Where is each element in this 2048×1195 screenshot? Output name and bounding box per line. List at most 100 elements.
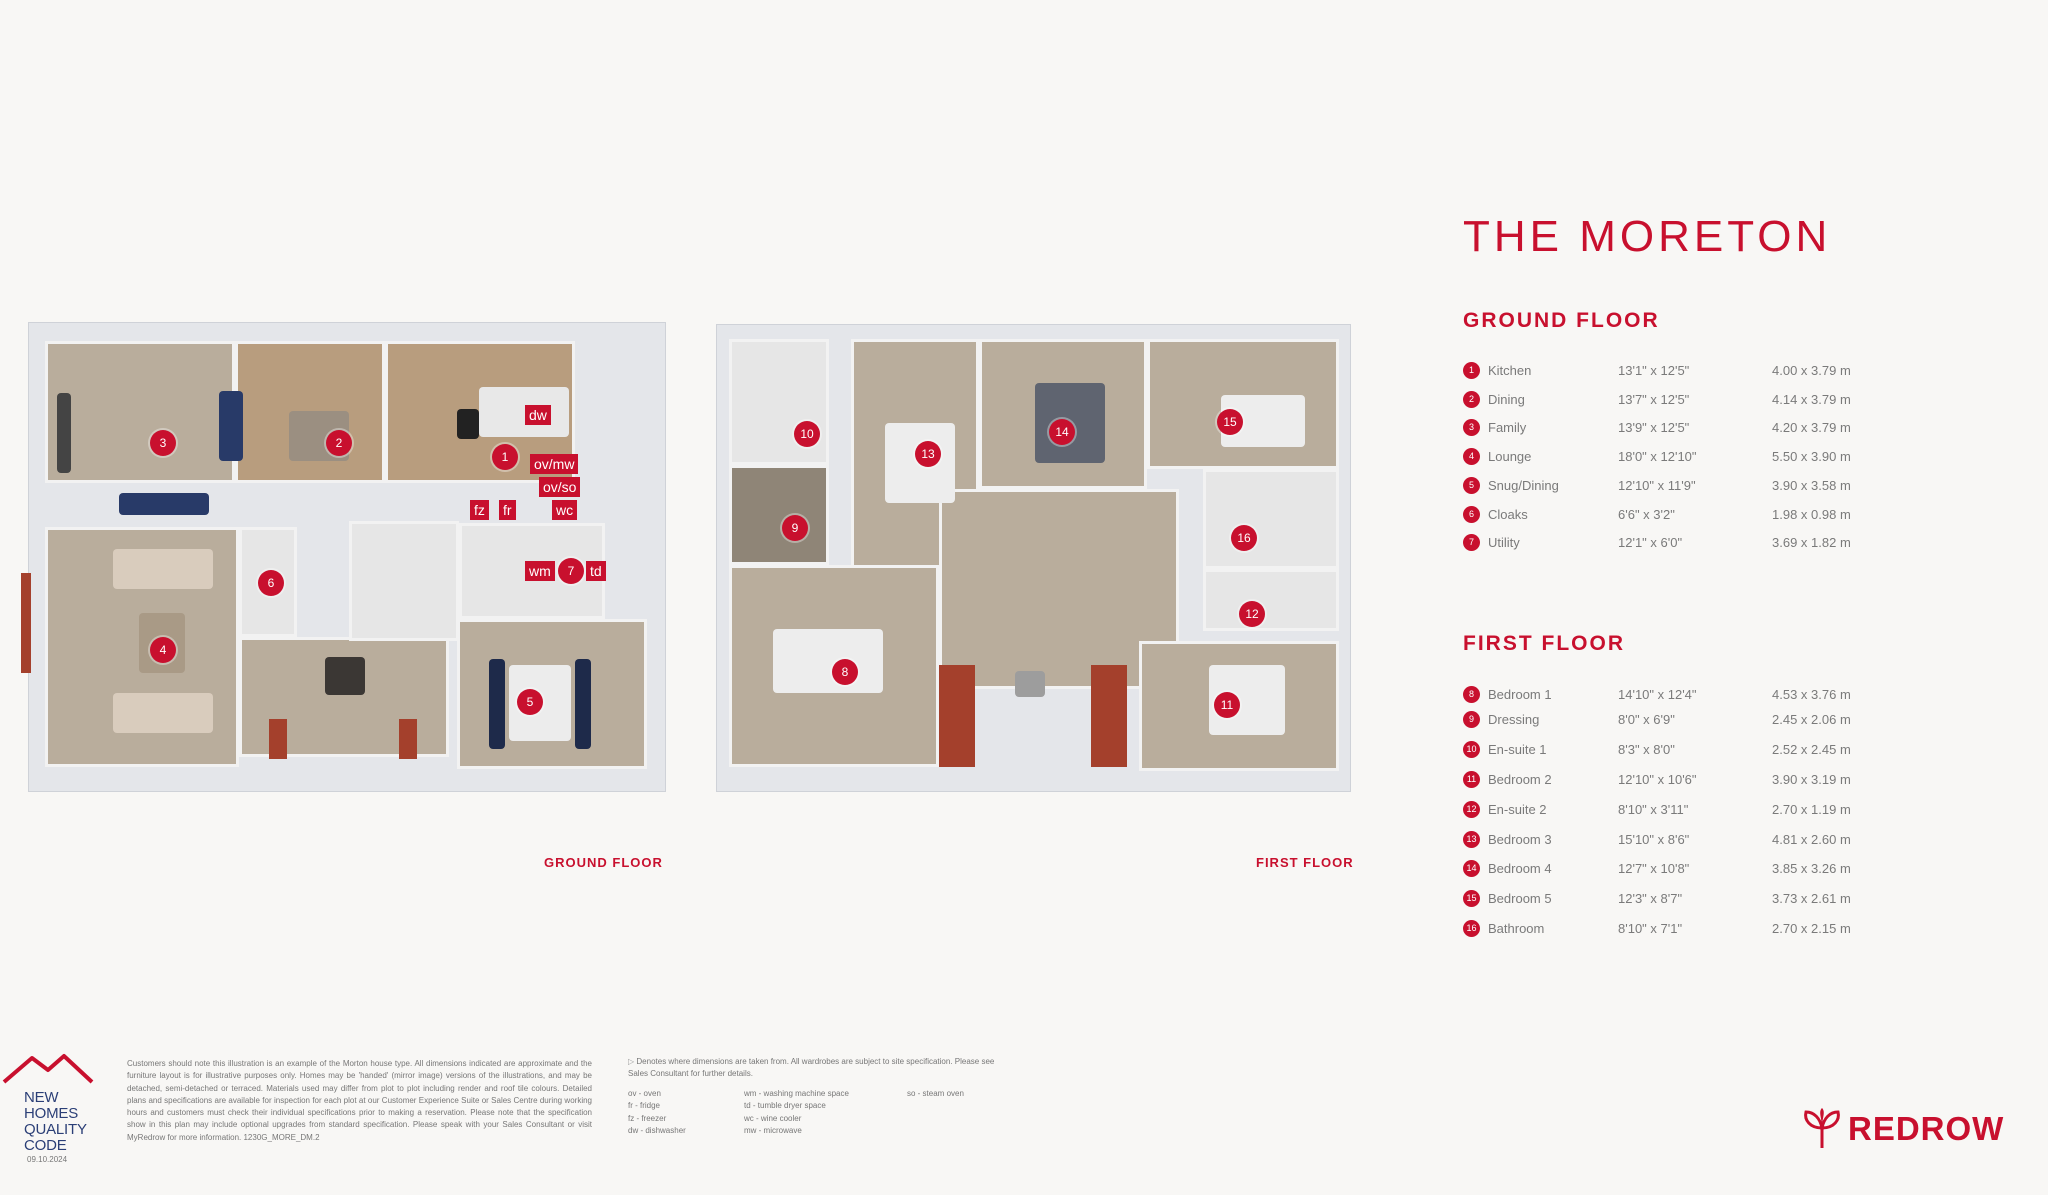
nhqc-line: HOMES [24,1105,79,1122]
room-number-badge: 4 [1463,448,1480,466]
schedule-row: 6 Cloaks 6'6" x 3'2" 1.98 x 0.98 m [1463,505,1883,526]
key-item: fz - freezer [628,1113,667,1123]
room-size-imperial: 12'1" x 6'0" [1618,535,1683,551]
room-name: En-suite 2 [1488,802,1547,817]
room-marker-4: 4 [150,637,176,663]
ground-floor-heading: GROUND FLOOR [1463,309,1660,332]
sofa [219,391,243,461]
brick-pier [939,665,975,767]
room-size-metric: 4.53 x 3.76 m [1772,687,1851,702]
room-name: Cloaks [1488,506,1528,522]
ground-floor-plan: 1 2 3 4 5 6 7 dw ov/mw ov/so wc fz fr wm… [21,322,666,792]
room-size-metric: 4.20 x 3.79 m [1772,420,1851,436]
room-name: Bedroom 1 [1488,687,1552,702]
room-number-badge: 9 [1463,711,1480,728]
room-number-badge: 2 [1463,390,1480,408]
room-size-imperial: 13'1" x 12'5" [1618,363,1690,378]
room-name: Dressing [1488,712,1540,727]
room-name: Dining [1488,391,1525,407]
room-name: Bedroom 2 [1488,772,1552,787]
room-name: En-suite 1 [1488,742,1547,757]
room-size-metric: 3.90 x 3.19 m [1772,772,1851,787]
room-number-badge: 6 [1463,505,1480,523]
room-size-imperial: 8'3" x 8'0" [1618,742,1675,757]
room-name: Bedroom 4 [1488,861,1552,876]
key-item: so - steam oven [907,1089,964,1098]
room-number-badge: 10 [1463,741,1480,758]
room-size-metric: 5.50 x 3.90 m [1772,449,1851,465]
room-name: Snug/Dining [1488,477,1559,493]
room-marker-15: 15 [1217,409,1243,435]
brick-pier [399,719,417,759]
tag-wm: wm [525,561,555,581]
room-marker-6: 6 [258,570,284,596]
room-size-metric: 2.45 x 2.06 m [1772,712,1851,727]
room-marker-14: 14 [1049,419,1075,445]
room-size-metric: 3.85 x 3.26 m [1772,861,1851,876]
key-item: td - tumble dryer space [744,1101,826,1111]
room-size-imperial: 12'7" x 10'8" [1618,861,1690,876]
key-item: ov - oven [628,1089,661,1098]
tag-ovso: ov/so [539,477,581,497]
stairs [349,521,459,641]
room-size-imperial: 8'0" x 6'9" [1618,712,1675,727]
room-number-badge: 13 [1463,831,1480,848]
room-size-metric: 2.52 x 2.45 m [1772,742,1851,757]
key-column-1: ov - oven fr - fridge fz - freezer dw - … [628,1088,686,1137]
room-size-metric: 3.69 x 1.82 m [1772,535,1851,551]
room-bedroom-2 [1139,641,1339,771]
room-number-badge: 14 [1463,860,1480,877]
tag-wc: wc [552,500,578,520]
redrow-logo-text: REDROW [1848,1110,2005,1147]
tag-ovmw: ov/mw [530,454,579,474]
room-name: Bedroom 3 [1488,832,1552,847]
chair [575,659,591,749]
room-name: Kitchen [1488,363,1532,378]
room-number-badge: 11 [1463,771,1480,788]
sofa [113,693,213,733]
schedule-row: 14 Bedroom 4 12'7" x 10'8" 3.85 x 3.26 m [1463,860,1883,880]
room-name: Utility [1488,535,1520,551]
room-marker-8: 8 [832,659,858,685]
room-marker-3: 3 [150,430,176,456]
room-size-metric: 1.98 x 0.98 m [1772,506,1851,522]
room-number-badge: 3 [1463,419,1480,437]
room-number-badge: 5 [1463,476,1480,494]
kitchen-island [479,387,569,437]
room-ensuite-1 [729,339,829,465]
room-marker-10: 10 [794,421,820,447]
redrow-flower-icon [1804,1108,1840,1148]
chair [489,659,505,749]
room-size-imperial: 8'10" x 3'11" [1618,802,1689,817]
first-floor-plan: 8 9 10 11 12 13 14 15 16 [716,324,1351,792]
room-marker-1: 1 [492,444,518,470]
key-item: dw - dishwasher [628,1125,686,1135]
key-item: fr - fridge [628,1101,661,1111]
room-size-imperial: 12'3" x 8'7" [1618,891,1683,906]
room-marker-13: 13 [915,441,941,467]
room-number-badge: 7 [1463,534,1480,552]
room-size-imperial: 13'9" x 12'5" [1618,420,1690,436]
nhqc-line: NEW [24,1089,59,1106]
key-item: wc - wine cooler [744,1113,802,1123]
dimensions-note-text: Denotes where dimensions are taken from.… [628,1057,995,1079]
tag-td: td [586,561,606,581]
nhqc-roof-icon [2,1054,94,1084]
room-size-metric: 2.70 x 2.15 m [1772,921,1851,936]
schedule-row: 9 Dressing 8'0" x 6'9" 2.45 x 2.06 m [1463,711,1883,731]
key-column-2: wm - washing machine space td - tumble d… [744,1088,849,1137]
room-ensuite-2 [1203,569,1339,631]
disclaimer-text: Customers should note this illustration … [127,1059,592,1142]
hall-rug [325,657,365,695]
room-size-imperial: 6'6" x 3'2" [1618,506,1675,522]
room-marker-16: 16 [1231,525,1257,551]
key-column-3: so - steam oven [907,1088,964,1100]
nhqc-line: CODE [24,1137,67,1154]
nhqc-logo: NEW HOMES QUALITY CODE [24,1090,87,1154]
room-size-imperial: 13'7" x 12'5" [1618,391,1690,407]
